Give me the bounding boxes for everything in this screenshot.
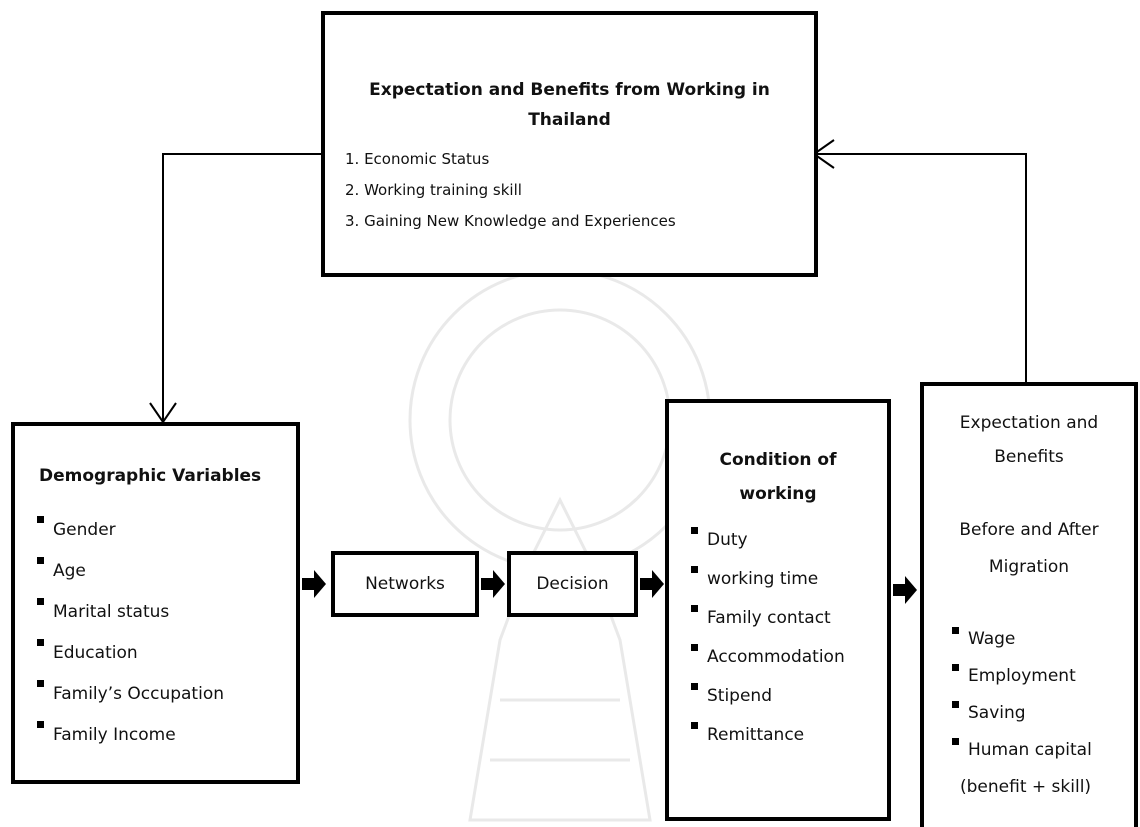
feedback-line-left (162, 153, 324, 420)
list-item: Remittance (691, 716, 845, 755)
list-item: Employment (952, 658, 1092, 695)
list-item: Gender (37, 510, 224, 551)
feedback-line-right (812, 153, 1027, 384)
expectation-box-line2: Benefits (994, 447, 1064, 467)
list-item: Duty (691, 521, 845, 560)
arrow-networks-to-decision-icon (481, 570, 505, 598)
arrow-condition-to-expectation-icon (893, 576, 917, 604)
list-item-continuation: (benefit + skill) (960, 777, 1092, 797)
list-item: Age (37, 551, 224, 592)
list-item: Human capital (952, 732, 1092, 769)
condition-box-title-line2: working (739, 484, 817, 504)
networks-box: Networks (331, 551, 479, 617)
expectation-before-after-box: Expectation and Benefits Before and Afte… (920, 382, 1138, 827)
top-box-title-line1: Expectation and Benefits from Working in (369, 80, 770, 100)
condition-box-title-line1: Condition of (719, 450, 837, 470)
list-item: Family’s Occupation (37, 674, 224, 715)
condition-of-working-box: Condition of working Duty working time F… (665, 399, 891, 821)
arrow-decision-to-condition-icon (640, 570, 664, 598)
list-item: Wage (952, 621, 1092, 658)
expectation-box-line3: Before and After (959, 520, 1099, 540)
list-item: working time (691, 560, 845, 599)
networks-label: Networks (365, 574, 445, 594)
expectation-box-line1: Expectation and (959, 413, 1099, 433)
list-item: Family contact (691, 599, 845, 638)
arrow-demographic-to-networks-icon (302, 570, 326, 598)
top-box-title-line2: Thailand (528, 110, 611, 130)
top-box-item: 2. Working training skill (345, 181, 522, 199)
list-item: Education (37, 633, 224, 674)
list-item: Saving (952, 695, 1092, 732)
list-item: Family Income (37, 715, 224, 756)
demographic-variables-box: Demographic Variables Gender Age Marital… (11, 422, 300, 784)
list-item: Accommodation (691, 638, 845, 677)
decision-box: Decision (507, 551, 638, 617)
top-box-item: 1. Economic Status (345, 150, 490, 168)
expectation-box-line4: Migration (988, 557, 1070, 577)
decision-label: Decision (536, 574, 609, 594)
demographic-box-title: Demographic Variables (39, 466, 262, 486)
top-box-item: 3. Gaining New Knowledge and Experiences (345, 212, 676, 230)
top-expectation-box: Expectation and Benefits from Working in… (321, 11, 818, 277)
list-item: Marital status (37, 592, 224, 633)
list-item: Stipend (691, 677, 845, 716)
